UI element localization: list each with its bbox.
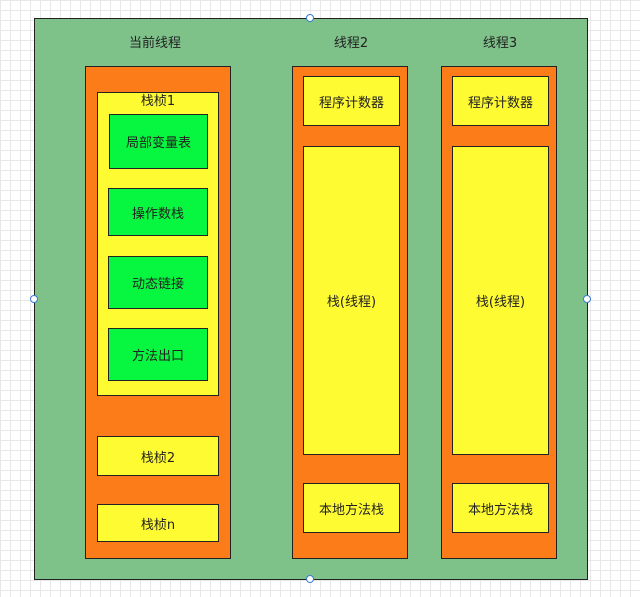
resize-handle-bottom[interactable] bbox=[306, 575, 314, 583]
stack-frame-2[interactable]: 栈桢2 bbox=[97, 436, 219, 476]
thread3-program-counter[interactable]: 程序计数器 bbox=[452, 76, 549, 126]
resize-handle-left[interactable] bbox=[30, 295, 38, 303]
thread3-title: 线程3 bbox=[482, 36, 518, 51]
thread3-native-method-stack[interactable]: 本地方法栈 bbox=[452, 483, 549, 533]
dynamic-linking[interactable]: 动态链接 bbox=[108, 256, 208, 309]
thread2-stack[interactable]: 栈(线程) bbox=[303, 146, 400, 455]
thread2-program-counter[interactable]: 程序计数器 bbox=[303, 76, 400, 126]
local-variable-table[interactable]: 局部变量表 bbox=[109, 114, 208, 169]
method-exit[interactable]: 方法出口 bbox=[108, 328, 208, 381]
stack-frame-1-label: 栈桢1 bbox=[140, 94, 176, 109]
thread3-stack[interactable]: 栈(线程) bbox=[452, 146, 549, 455]
stack-frame-n[interactable]: 栈桢n bbox=[97, 504, 219, 542]
thread2-title: 线程2 bbox=[333, 36, 369, 51]
thread2-native-method-stack[interactable]: 本地方法栈 bbox=[303, 483, 400, 533]
resize-handle-right[interactable] bbox=[583, 295, 591, 303]
resize-handle-top[interactable] bbox=[306, 14, 314, 22]
current-thread-title: 当前线程 bbox=[128, 36, 181, 51]
operand-stack[interactable]: 操作数栈 bbox=[108, 188, 208, 236]
